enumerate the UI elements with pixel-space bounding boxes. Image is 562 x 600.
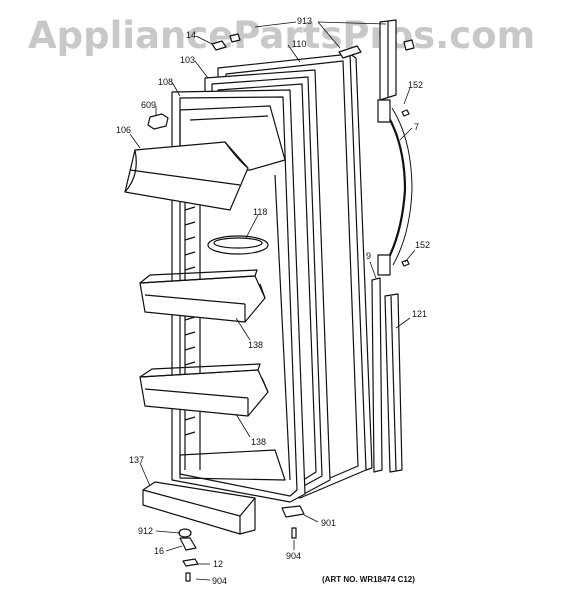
dairy-door (124, 141, 249, 211)
callout-118: 118 (253, 207, 268, 217)
callout-9: 9 (366, 251, 372, 261)
handle-trim-upper (379, 19, 415, 101)
callout-7: 7 (414, 122, 420, 132)
callout-912: 912 (138, 526, 154, 536)
butter-tray (207, 235, 269, 255)
art-number: (ART NO. WR18474 C12) (322, 575, 415, 584)
callout-137: 137 (129, 455, 145, 465)
callout-138-lower: 138 (251, 437, 267, 447)
callout-121: 121 (412, 309, 428, 319)
callout-609: 609 (141, 100, 157, 110)
callout-152-upper: 152 (408, 80, 424, 90)
callout-16: 16 (154, 546, 165, 556)
watermark: AppliancePartsPros.com (28, 14, 536, 57)
callout-913: 913 (297, 16, 313, 26)
hinge-block (147, 113, 169, 130)
callout-904-lower: 904 (212, 576, 228, 586)
hinge-parts-bottom (178, 528, 199, 582)
callout-138-upper: 138 (248, 340, 264, 350)
handle-trim-lower (371, 277, 403, 473)
callout-904: 904 (286, 551, 302, 561)
leader-lines (129, 21, 416, 581)
callout-103: 103 (180, 55, 196, 65)
bottom-bin (142, 481, 256, 535)
callout-14: 14 (186, 30, 197, 40)
top-trim-parts (211, 33, 362, 59)
shelf-bin-upper (139, 269, 266, 323)
callout-152-lower: 152 (415, 240, 431, 250)
callout-106: 106 (116, 125, 132, 135)
trim-cap-parts (281, 505, 305, 539)
callout-12: 12 (213, 559, 224, 569)
callout-901: 901 (321, 518, 337, 528)
callout-108: 108 (158, 77, 174, 87)
shelf-bin-lower (139, 363, 269, 417)
callout-110: 110 (292, 39, 307, 49)
door-handle (377, 99, 413, 276)
